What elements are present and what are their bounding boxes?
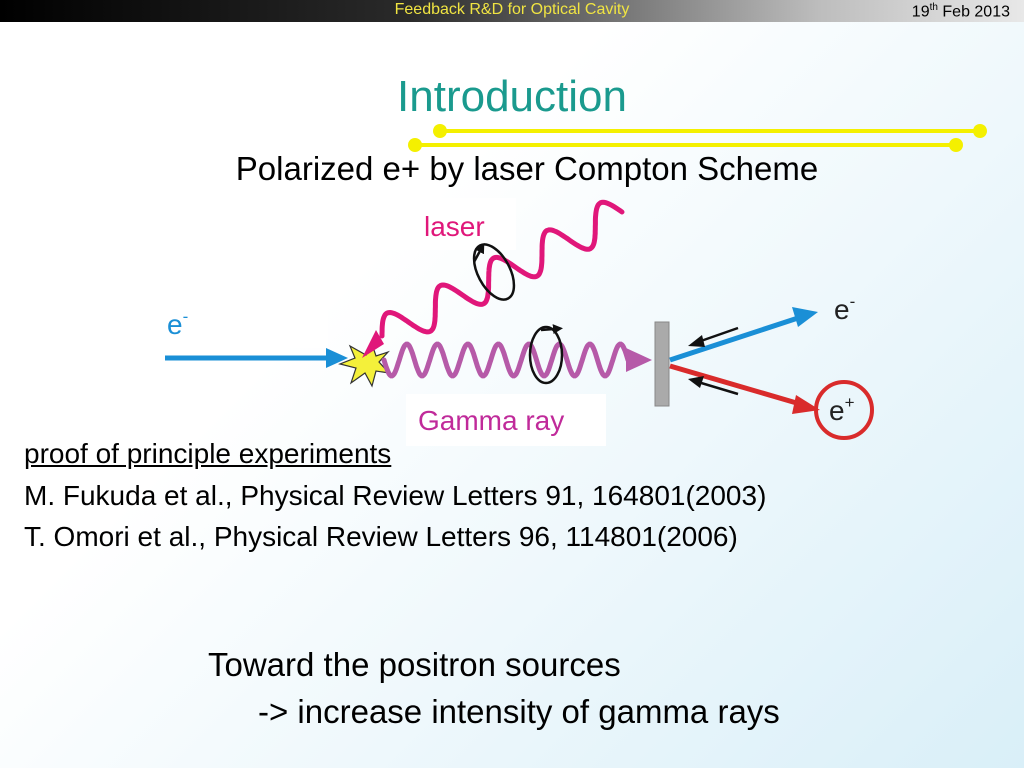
- accent-dot: [973, 124, 987, 138]
- outlook-line-2: -> increase intensity of gamma rays: [258, 693, 780, 730]
- accent-dot: [433, 124, 447, 138]
- back-arrow-lower: [697, 380, 739, 396]
- accent-dot: [949, 138, 963, 152]
- electron-beam-arrowhead: [326, 348, 348, 368]
- outlook-line-1: Toward the positron sources: [208, 646, 621, 683]
- positron-out-line: [669, 363, 801, 407]
- reference-item: T. Omori et al., Physical Review Letters…: [24, 521, 738, 552]
- gamma-label: Gamma ray: [418, 405, 564, 436]
- collision-star: [338, 342, 391, 388]
- accent-dot: [408, 138, 422, 152]
- references-heading: proof of principle experiments: [24, 438, 392, 469]
- title-accent-lines: [408, 124, 987, 152]
- laser-arrowhead: [362, 330, 384, 358]
- laser-label: laser: [424, 211, 485, 242]
- gamma-polarization-icon: [528, 324, 564, 385]
- header-title: Feedback R&D for Optical Cavity: [394, 1, 630, 18]
- gamma-arrowhead: [626, 348, 652, 372]
- slide-title: Introduction: [397, 72, 627, 121]
- gamma-label-bg: [406, 394, 606, 446]
- electron-out-arrowhead: [792, 307, 818, 327]
- header-bar: [0, 0, 1024, 22]
- electron-out-line: [669, 315, 799, 363]
- reference-item: M. Fukuda et al., Physical Review Letter…: [24, 480, 767, 511]
- back-arrow-lower-head: [688, 376, 704, 388]
- header-date: 19th Feb 2013: [911, 2, 1010, 21]
- electron-label-bg: [152, 296, 328, 348]
- electron-in-label: e-: [167, 307, 188, 340]
- back-arrow-upper-head: [688, 335, 705, 347]
- laser-label-bg: [366, 198, 516, 250]
- positron-highlight-circle: [814, 380, 874, 440]
- laser-polarization-icon: [472, 243, 516, 301]
- back-arrow-upper: [697, 326, 739, 344]
- positron-out-arrowhead: [792, 395, 820, 414]
- slide-subtitle: Polarized e+ by laser Compton Scheme: [235, 150, 819, 187]
- electron-out-label: e-: [834, 292, 855, 325]
- gamma-wave: [381, 341, 631, 379]
- laser-wave: [379, 199, 625, 339]
- converter-target: [654, 321, 670, 407]
- positron-label: e+: [829, 393, 855, 426]
